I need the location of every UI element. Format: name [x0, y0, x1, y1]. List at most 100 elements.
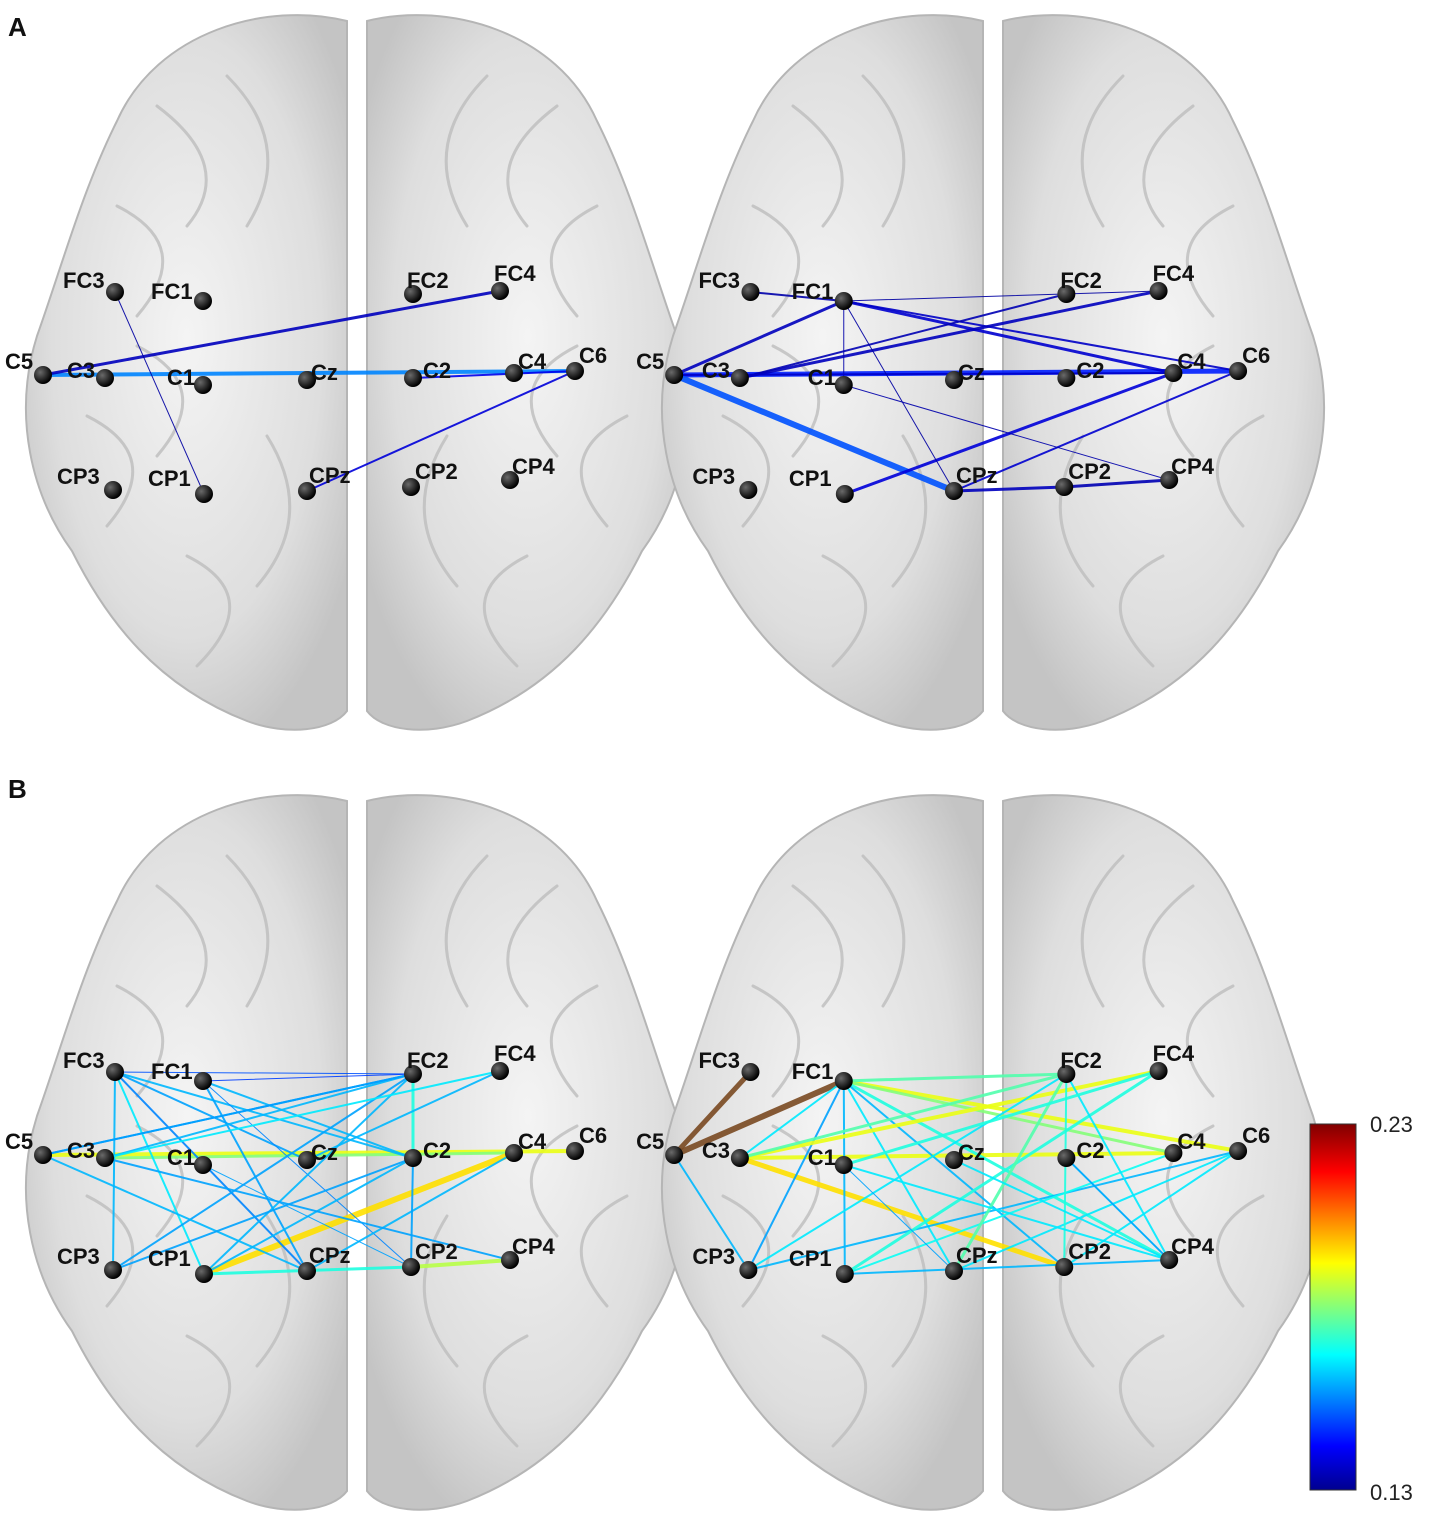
electrode-b-left-cz — [298, 1151, 316, 1169]
edge-b-right-c3-fc2 — [738, 1072, 1068, 1160]
edge-b-right-c1-cp4 — [842, 1164, 1171, 1261]
electrode-label-a-right-c6: C6 — [1242, 343, 1270, 368]
electrode-label-b-right-cp3: CP3 — [692, 1244, 735, 1269]
edge-b-left-fc3-cp1 — [114, 1071, 205, 1275]
edge-a-right-fc1-c4 — [842, 299, 1175, 375]
electrode-a-right-c6 — [1229, 362, 1248, 380]
electrode-label-b-left-fc1: FC1 — [151, 1059, 193, 1084]
electrode-label-a-left-cp2: CP2 — [415, 459, 458, 484]
electrode-label-b-left-cp1: CP1 — [148, 1246, 191, 1271]
edge-b-left-cp1-c2 — [203, 1157, 414, 1275]
edge-a-right-cp2-cp4 — [1062, 478, 1171, 489]
electrode-label-b-left-fc2: FC2 — [407, 1048, 449, 1073]
edge-b-right-cpz-c6 — [953, 1150, 1240, 1272]
electrode-label-a-right-cpz: CPz — [956, 463, 998, 488]
edge-a-left-c2-c6 — [412, 370, 576, 379]
electrode-a-left-fc2 — [404, 285, 422, 303]
electrode-b-right-c3 — [730, 1149, 749, 1167]
edge-b-left-c1-cp2 — [202, 1164, 412, 1268]
edge-b-right-fc1-cpz — [842, 1080, 955, 1272]
electrode-label-b-right-c4: C4 — [1177, 1129, 1206, 1154]
electrode-label-a-left-cp3: CP3 — [57, 464, 100, 489]
electrode-label-b-left-cp4: CP4 — [512, 1234, 556, 1259]
colorbar-gradient — [1309, 1123, 1357, 1491]
electrode-a-right-c1 — [834, 376, 853, 394]
electrode-label-a-right-cz: Cz — [958, 360, 985, 385]
edge-b-right-cp1-fc4 — [843, 1069, 1161, 1276]
electrode-label-a-left-cp4: CP4 — [512, 454, 556, 479]
edge-b-right-cpz-fc2 — [952, 1072, 1068, 1273]
electrode-a-right-c5 — [665, 366, 684, 384]
edge-a-right-c5-fc1 — [672, 299, 846, 377]
electrode-b-left-cp3 — [104, 1261, 122, 1279]
electrode-label-a-left-fc1: FC1 — [151, 279, 193, 304]
electrode-b-left-fc3 — [106, 1063, 124, 1081]
electrode-label-a-right-c4: C4 — [1177, 349, 1206, 374]
electrode-a-left-cpz — [298, 482, 316, 500]
electrode-label-a-left-fc2: FC2 — [407, 268, 449, 293]
electrode-label-b-right-c5: C5 — [636, 1129, 664, 1154]
electrode-b-right-cp4 — [1160, 1251, 1179, 1269]
edge-b-left-fc3-fc2 — [114, 1071, 414, 1075]
edge-b-left-fc4-c3 — [104, 1070, 501, 1159]
colorbar-max-label: 0.23 — [1370, 1112, 1413, 1137]
electrode-b-left-c6 — [566, 1142, 584, 1160]
electrode-label-b-left-c2: C2 — [423, 1138, 451, 1163]
electrode-label-b-left-cpz: CPz — [309, 1243, 351, 1268]
electrode-label-b-right-cp4: CP4 — [1171, 1234, 1215, 1259]
electrode-label-b-right-cp1: CP1 — [789, 1246, 832, 1271]
edge-b-right-cp4-fc2 — [1065, 1073, 1171, 1261]
electrode-label-a-left-c4: C4 — [518, 349, 547, 374]
electrode-b-left-fc1 — [194, 1072, 212, 1090]
electrode-label-a-right-fc3: FC3 — [698, 268, 740, 293]
panel-label-a: A — [8, 12, 27, 42]
electrode-b-left-cp1 — [195, 1265, 213, 1283]
panel-label-b: B — [8, 774, 27, 804]
electrode-b-left-fc2 — [404, 1065, 422, 1083]
electrode-a-left-cp2 — [402, 478, 420, 496]
electrode-label-a-right-fc4: FC4 — [1153, 261, 1195, 286]
edge-b-left-fc4-cz — [306, 1070, 501, 1161]
electrode-a-left-fc3 — [106, 283, 124, 301]
edge-b-left-fc1-c2 — [202, 1080, 414, 1159]
electrode-label-b-right-fc3: FC3 — [698, 1048, 740, 1073]
electrode-b-left-cp2 — [402, 1258, 420, 1276]
electrode-label-b-right-fc2: FC2 — [1060, 1048, 1102, 1073]
electrode-b-left-c2 — [404, 1149, 422, 1167]
electrode-label-a-right-cp3: CP3 — [692, 464, 735, 489]
electrode-label-a-right-fc1: FC1 — [792, 279, 834, 304]
edge-b-right-cp2-c6 — [1063, 1150, 1240, 1268]
electrode-label-a-left-cp1: CP1 — [148, 466, 191, 491]
edge-a-right-fc1-c6 — [842, 300, 1240, 372]
electrode-a-left-c2 — [404, 369, 422, 387]
edge-b-left-c2-cp2 — [410, 1157, 414, 1268]
electrode-label-a-left-c1: C1 — [167, 365, 195, 390]
electrode-label-a-left-cpz: CPz — [309, 463, 351, 488]
electrode-b-left-c4 — [505, 1144, 523, 1162]
electrode-a-right-cp3 — [739, 481, 758, 499]
electrode-label-b-right-cpz: CPz — [956, 1243, 998, 1268]
electrode-b-right-cp3 — [739, 1261, 758, 1279]
edge-b-right-c5-fc1 — [671, 1078, 847, 1158]
edge-b-left-c5-fc2 — [42, 1073, 414, 1156]
electrode-label-b-left-fc3: FC3 — [63, 1048, 105, 1073]
edge-a-left-cpz-c6 — [306, 370, 576, 492]
electrode-label-a-right-c1: C1 — [808, 365, 836, 390]
electrode-a-right-fc1 — [834, 292, 853, 310]
electrode-b-right-fc4 — [1149, 1062, 1168, 1080]
electrode-b-right-c4 — [1164, 1144, 1183, 1162]
electrode-b-left-c5 — [34, 1146, 52, 1164]
edge-b-right-c5-cp3 — [673, 1154, 750, 1271]
edge-a-right-fc1-cpz — [843, 300, 955, 492]
edge-b-left-c3-cp4 — [104, 1157, 511, 1261]
edge-b-right-cz-cp4 — [953, 1159, 1171, 1261]
electrode-label-a-right-cp4: CP4 — [1171, 454, 1215, 479]
electrode-label-b-right-cp2: CP2 — [1068, 1239, 1111, 1264]
edge-b-left-fc3-cpz — [114, 1071, 308, 1272]
electrode-label-b-left-cp2: CP2 — [415, 1239, 458, 1264]
electrode-label-b-left-c3: C3 — [67, 1138, 95, 1163]
edge-a-left-fc3-cp1 — [114, 291, 205, 495]
electrode-label-b-right-c6: C6 — [1242, 1123, 1270, 1148]
